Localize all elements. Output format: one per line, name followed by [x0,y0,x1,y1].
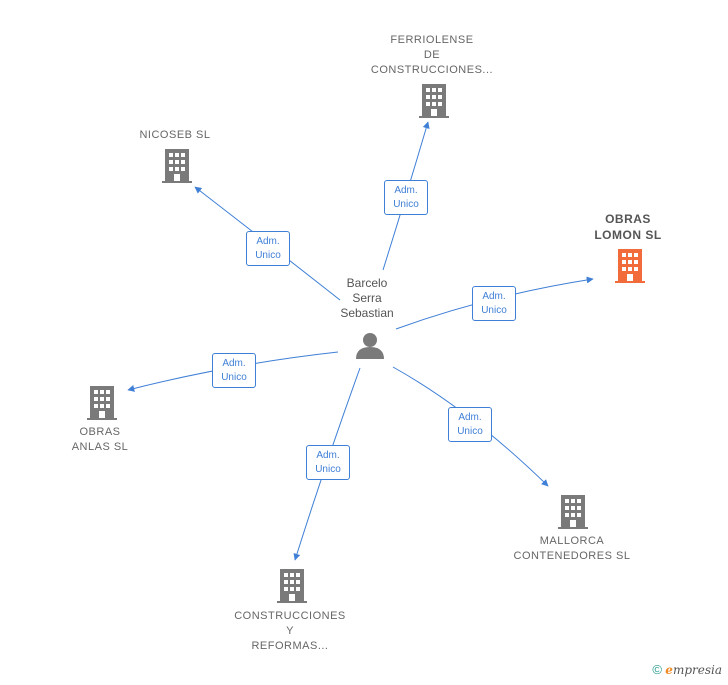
label-line: ANLAS SL [71,441,129,453]
company-label-mallorca[interactable]: MALLORCA CONTENEDORES SL [502,534,642,564]
label-line: FERRIOLENSE [390,34,474,46]
company-label-ferriolense[interactable]: FERRIOLENSE DE CONSTRUCCIONES... [362,33,502,78]
edge-label-line: Adm. [394,185,418,196]
edge-label-construcciones-reformas: Adm. Unico [306,445,350,480]
person-name-line-2: Serra [352,291,382,305]
building-icon[interactable] [87,386,117,420]
person-name[interactable]: Barcelo Serra Sebastian [327,276,407,321]
company-label-construcciones-reformas[interactable]: CONSTRUCCIONES Y REFORMAS... [220,609,360,654]
label-line: REFORMAS... [251,640,329,652]
edge-label-line: Unico [221,372,247,383]
person-name-line-3: Sebastian [340,306,394,320]
copyright-icon: © [652,662,662,677]
edge-label-line: Unico [393,199,419,210]
edge-label-line: Adm. [222,358,246,369]
label-line: CONSTRUCCIONES [234,610,346,622]
person-name-line-1: Barcelo [346,276,388,290]
company-label-nicoseb[interactable]: NICOSEB SL [115,128,235,143]
brand-e: e [665,663,673,677]
label-line: MALLORCA [539,535,605,547]
edge-label-mallorca: Adm. Unico [448,407,492,442]
edge-label-line: Adm. [256,236,280,247]
label-line: NICOSEB SL [139,129,211,141]
edge-label-line: Adm. [482,291,506,302]
building-icon[interactable] [419,84,449,118]
company-label-obras-lomon[interactable]: OBRAS LOMON SL [578,211,678,243]
label-line: OBRAS [79,426,121,438]
company-label-obras-anlas[interactable]: OBRAS ANLAS SL [50,425,150,455]
label-line: CONTENEDORES SL [513,550,631,562]
edge-label-line: Unico [315,464,341,475]
brand-logo: © empresia [652,662,722,677]
edge-label-line: Unico [457,426,483,437]
edge-label-obras-lomon: Adm. Unico [472,286,516,321]
label-line: CONSTRUCCIONES... [370,64,494,76]
brand-name: mpresia [672,663,722,677]
label-line: Y [286,625,294,637]
building-icon[interactable] [558,495,588,529]
edge-label-line: Adm. [458,412,482,423]
label-line: OBRAS [605,212,651,226]
edge-label-ferriolense: Adm. Unico [384,180,428,215]
edge-label-nicoseb: Adm. Unico [246,231,290,266]
label-line: LOMON SL [594,228,662,242]
edge-label-line: Unico [481,305,507,316]
edge-label-line: Adm. [316,450,340,461]
person-icon[interactable] [355,331,385,359]
building-icon[interactable] [614,249,646,283]
label-line: DE [423,49,441,61]
edge-label-line: Unico [255,250,281,261]
building-icon[interactable] [162,149,192,183]
building-icon[interactable] [277,569,307,603]
edge-label-obras-anlas: Adm. Unico [212,353,256,388]
